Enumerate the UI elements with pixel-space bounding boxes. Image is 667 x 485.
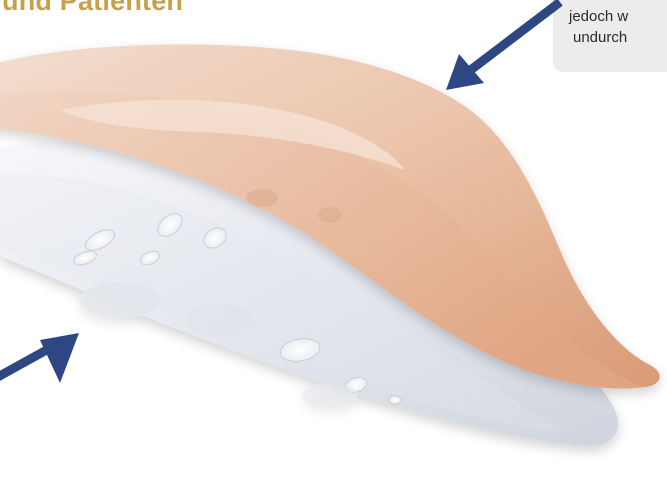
arrow-up-right-icon (0, 333, 79, 383)
perforation-hole (389, 396, 401, 404)
arrow-down-left-icon (446, 2, 560, 90)
